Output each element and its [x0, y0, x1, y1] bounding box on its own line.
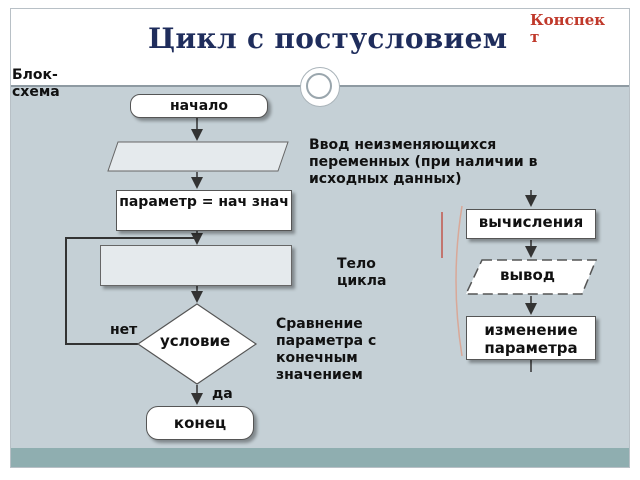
- calc-label: вычисления: [478, 213, 584, 231]
- condition-label: условие: [160, 332, 231, 350]
- konspekt-link[interactable]: Конспект: [530, 11, 606, 46]
- bracket-curve: [455, 205, 463, 357]
- end-label: конец: [173, 414, 227, 432]
- change-block: изменение параметра: [466, 316, 596, 360]
- no-label: нет: [110, 322, 138, 338]
- loop-body-block: [100, 245, 292, 286]
- loop-back-line: [65, 237, 197, 345]
- yes-label: да: [212, 386, 233, 402]
- output-parallelogram: [464, 259, 598, 295]
- side-label: Блок-схема: [12, 67, 60, 100]
- circle-ornament-icon: [300, 67, 340, 107]
- body-description: Тело цикла: [337, 256, 387, 289]
- slide-footer-bar: [11, 448, 629, 467]
- calc-block: вычисления: [466, 209, 596, 239]
- assign-block: параметр = нач знач: [116, 190, 292, 231]
- change-label: изменение параметра: [484, 321, 578, 357]
- compare-description: Сравнение параметра с конечным значением: [276, 316, 377, 383]
- input-parallelogram: [107, 141, 289, 172]
- output-label: вывод: [500, 266, 555, 284]
- start-label: начало: [169, 98, 229, 114]
- input-description: Ввод неизменяющихся переменных (при нали…: [309, 137, 538, 187]
- slide-title: Цикл с постусловием: [148, 22, 508, 55]
- end-terminal: конец: [146, 406, 254, 440]
- assign-label: параметр = нач знач: [119, 194, 289, 210]
- condition-diamond: [136, 303, 258, 385]
- start-terminal: начало: [130, 94, 268, 118]
